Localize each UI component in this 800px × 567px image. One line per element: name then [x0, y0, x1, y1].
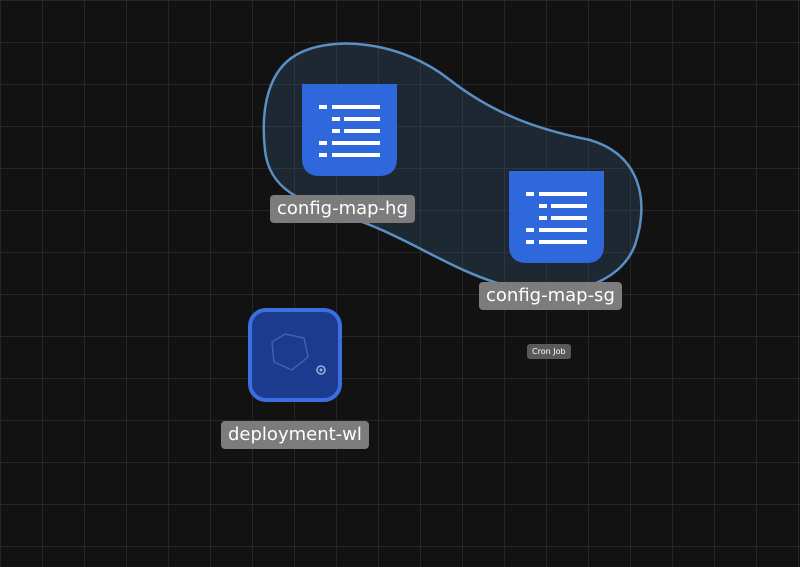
cron-job-badge[interactable]: Cron Job: [527, 344, 571, 359]
deployment-node[interactable]: [248, 308, 342, 402]
config-map-icon[interactable]: [302, 84, 397, 176]
config-map-sg-label[interactable]: config-map-sg: [479, 282, 622, 310]
deployment-icon: [271, 333, 326, 375]
deployment-wl-label[interactable]: deployment-wl: [221, 421, 369, 449]
config-map-icon[interactable]: [509, 171, 604, 263]
config-map-hg-label[interactable]: config-map-hg: [270, 195, 415, 223]
